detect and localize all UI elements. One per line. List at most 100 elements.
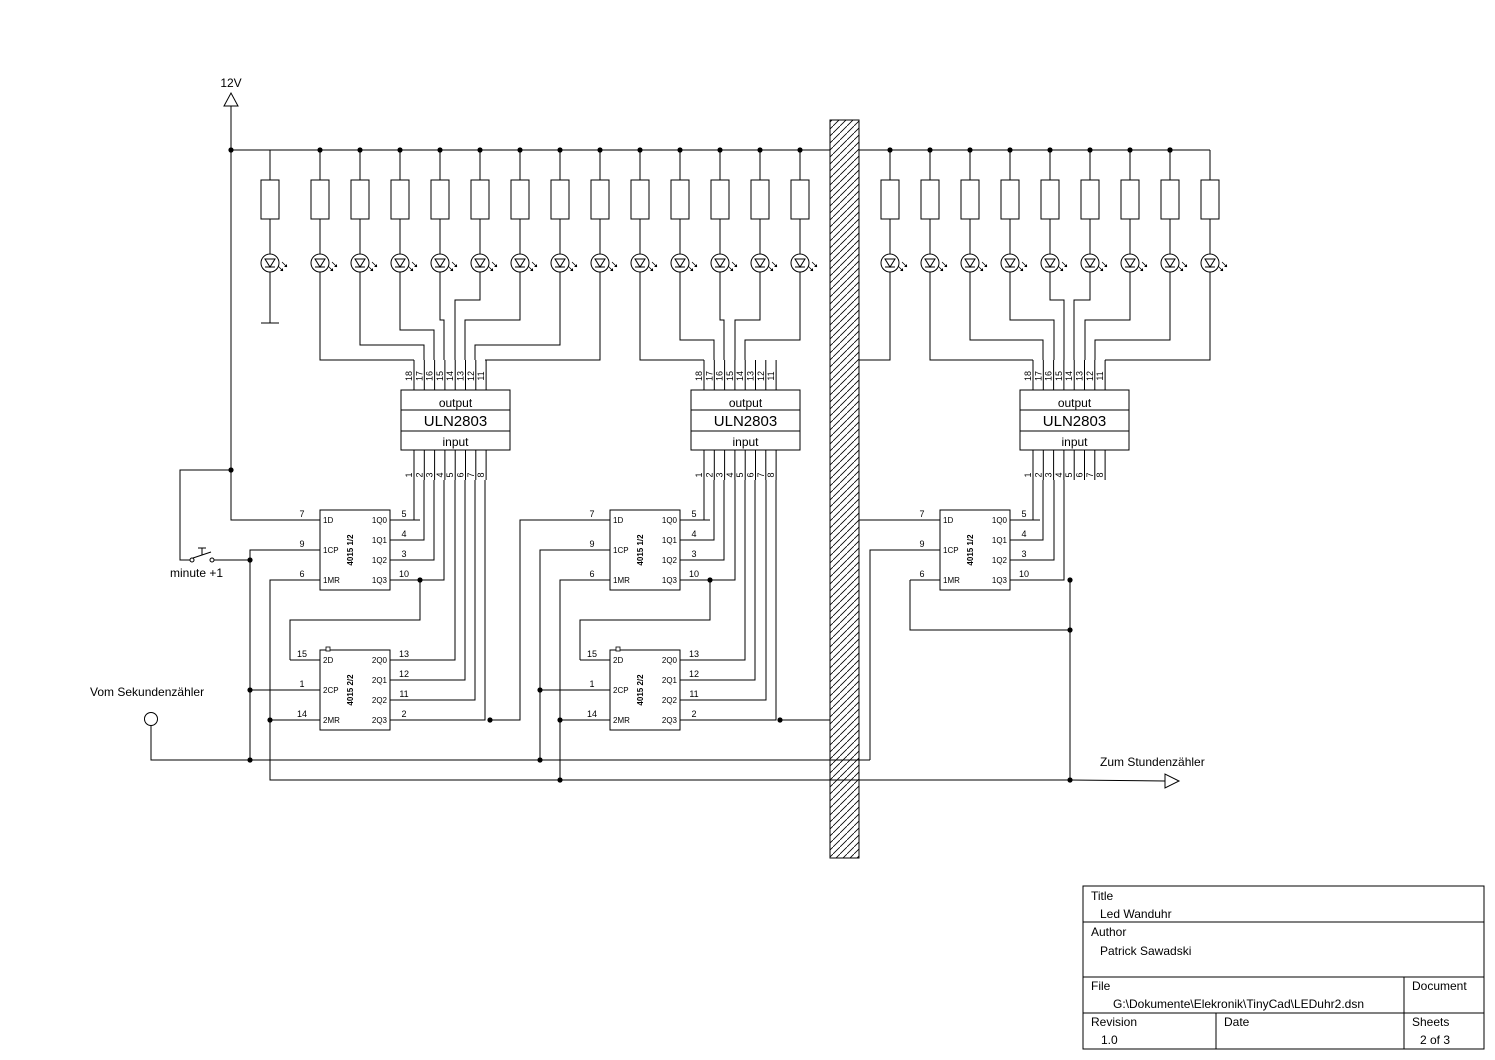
- resistor: [880, 179, 900, 220]
- junction-dot: [1007, 147, 1013, 153]
- shift-pin-number: 3: [1021, 549, 1026, 559]
- pushbutton-switch-icon: minute +1: [170, 547, 223, 580]
- junction-dot: [228, 147, 234, 153]
- junction-dot: [228, 467, 234, 473]
- resistor: [1000, 179, 1020, 220]
- shift-pin-number: 11: [399, 689, 408, 699]
- revision-label: Revision: [1091, 1015, 1137, 1029]
- driver-out-pin: 16: [1044, 371, 1054, 381]
- shift-pin-number: 6: [589, 569, 594, 579]
- junction-dot: [967, 147, 973, 153]
- led-icon: [350, 253, 378, 273]
- driver-in-pin: 2: [1033, 472, 1043, 477]
- driver-in-pin: 2: [704, 472, 714, 477]
- shift-pin-label: 1Q3: [662, 576, 678, 585]
- junction-dot: [757, 147, 763, 153]
- driver-in-pin: 7: [756, 472, 766, 477]
- shift-pin-number: 5: [1021, 509, 1026, 519]
- junction-dot: [717, 147, 723, 153]
- led-icon: [510, 253, 538, 273]
- driver-out-pin: 18: [404, 371, 414, 381]
- shift-pin-number: 4: [401, 529, 406, 539]
- driver-in-pin: 1: [694, 472, 704, 477]
- led-icon: [880, 253, 908, 273]
- input-label: Vom Sekundenzähler: [90, 685, 204, 699]
- led-icon: [1200, 253, 1228, 273]
- driver-out-pin: 12: [466, 371, 476, 381]
- led-icon: [920, 253, 948, 273]
- output-connector-icon: Zum Stundenzähler: [1100, 755, 1205, 789]
- resistor: [510, 179, 530, 220]
- led-icon: [260, 253, 288, 273]
- shift-pin-label: 2CP: [323, 686, 339, 695]
- driver-out-pin: 13: [1075, 371, 1085, 381]
- resistor: [1080, 179, 1100, 220]
- resistor: [1200, 179, 1220, 220]
- shift-pin-label: 1CP: [323, 546, 339, 555]
- shift-pin-label: 1MR: [323, 576, 340, 585]
- junction-dot: [357, 147, 363, 153]
- junction-dot: [1087, 147, 1093, 153]
- led-icon: [750, 253, 778, 273]
- driver-out-pin: 12: [756, 371, 766, 381]
- resistor: [390, 179, 410, 220]
- uln2803-chip: outputULN2803input1811721631541451361271…: [690, 360, 801, 480]
- driver-out-pin: 15: [725, 371, 735, 381]
- junction-dot: [557, 717, 563, 723]
- driver-out-pin: 17: [414, 371, 424, 381]
- led-icon: [790, 253, 818, 273]
- revision-value: 1.0: [1101, 1033, 1118, 1047]
- driver-in-pin: 8: [766, 472, 776, 477]
- shift-pin-label: 2CP: [613, 686, 629, 695]
- shift-pin-number: 1: [589, 679, 594, 689]
- led-icon: [1080, 253, 1108, 273]
- shift-pin-number: 2: [401, 709, 406, 719]
- led-icon: [710, 253, 738, 273]
- driver-output-label: output: [729, 396, 763, 410]
- shift-pin-number: 10: [1019, 569, 1029, 579]
- driver-in-pin: 3: [425, 472, 435, 477]
- driver-name: ULN2803: [1043, 413, 1106, 430]
- shift-pin-number: 9: [589, 539, 594, 549]
- junction-dot: [487, 717, 493, 723]
- input-connector-icon: Vom Sekundenzähler: [90, 685, 204, 726]
- driver-in-pin: 8: [1095, 472, 1105, 477]
- led-icon: [630, 253, 658, 273]
- junction-dot: [597, 147, 603, 153]
- led-icon: [960, 253, 988, 273]
- shift-pin-label: 1Q0: [662, 516, 678, 525]
- shift-pin-label: 1D: [323, 516, 333, 525]
- shift-pin-label: 1CP: [943, 546, 959, 555]
- shift-pin-number: 13: [689, 649, 699, 659]
- resistor-array: [260, 179, 1220, 220]
- shift-pin-number: 10: [689, 569, 699, 579]
- driver-out-pin: 17: [1033, 371, 1043, 381]
- junction-dot: [677, 147, 683, 153]
- shift-pin-label: 1Q3: [372, 576, 388, 585]
- resistor: [920, 179, 940, 220]
- shift-pin-label: 1Q2: [372, 556, 388, 565]
- shift-pin-number: 4: [1021, 529, 1026, 539]
- shift-pin-label: 2MR: [323, 716, 340, 725]
- led-icon: [470, 253, 498, 273]
- resistor: [790, 179, 810, 220]
- shift-pin-label: 2MR: [613, 716, 630, 725]
- led-icon: [1160, 253, 1188, 273]
- junction-dot: [537, 687, 543, 693]
- shift-chip-name: 4015 2/2: [636, 674, 645, 706]
- junction-dot: [797, 147, 803, 153]
- driver-output-label: output: [439, 396, 473, 410]
- junction-dot: [247, 557, 253, 563]
- junction-dot: [1067, 777, 1073, 783]
- junction-dot: [557, 777, 563, 783]
- junction-dot: [437, 147, 443, 153]
- resistor: [750, 179, 770, 220]
- shift-pin-number: 6: [299, 569, 304, 579]
- driver-in-pin: 3: [715, 472, 725, 477]
- chips: outputULN2803input1811721631541451361271…: [290, 360, 1130, 731]
- driver-in-pin: 6: [1075, 472, 1085, 477]
- author-label: Author: [1091, 925, 1126, 939]
